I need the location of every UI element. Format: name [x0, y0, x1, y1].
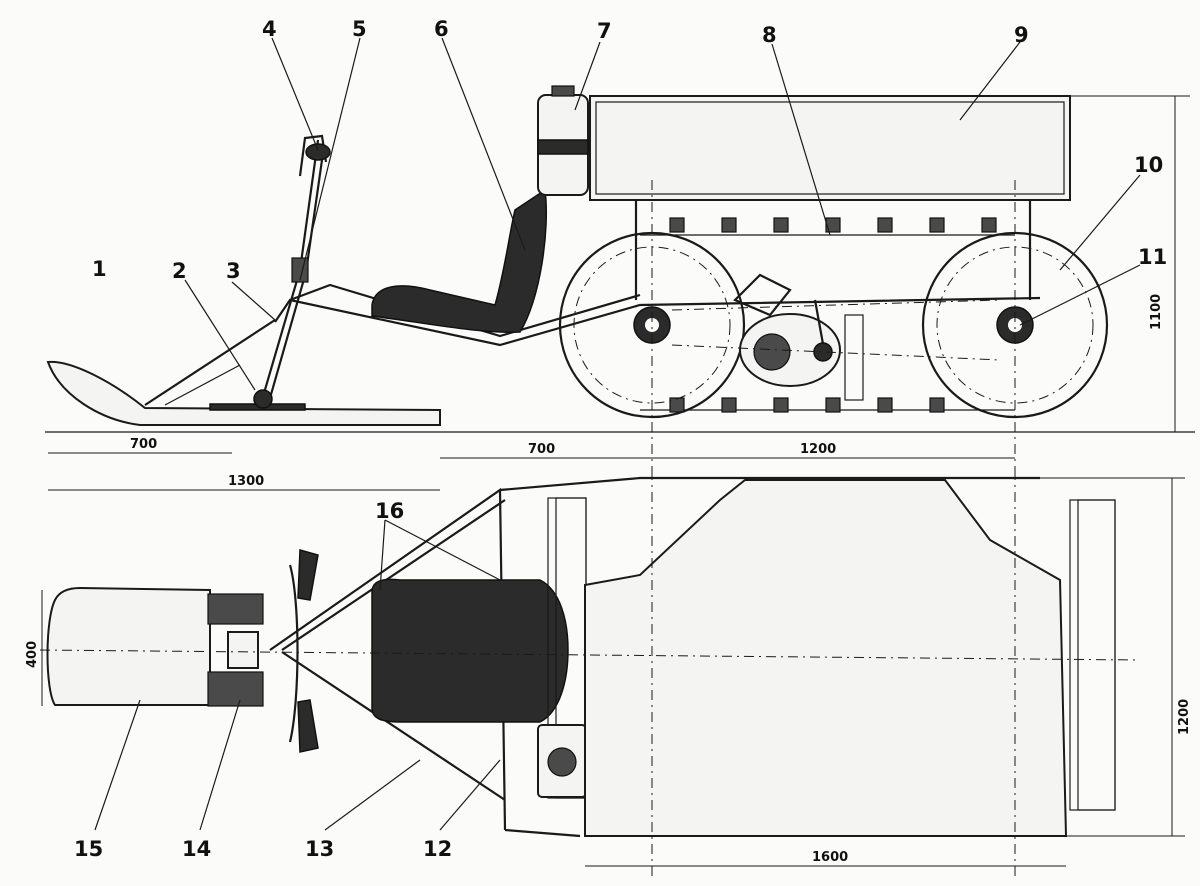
callout-leaders: [94, 37, 1141, 831]
track-cleats-top: [669, 217, 997, 233]
callout-6: 6: [434, 17, 449, 41]
callout-16: 16: [375, 499, 404, 523]
cargo-box-top: [584, 479, 1068, 837]
ski-width-text: 400: [25, 641, 40, 668]
side-view: 1100 700 1300 700 1200: [45, 85, 1195, 491]
callout-13: 13: [305, 837, 334, 861]
seat: [371, 188, 548, 333]
top-view: 400 1200 1600: [25, 470, 1192, 880]
callout-5: 5: [352, 17, 367, 41]
main-frame: [274, 296, 1041, 347]
ski-dim-a-text: 700: [130, 437, 157, 452]
callout-8: 8: [762, 23, 777, 47]
frame-upper-rail: [281, 499, 506, 651]
steering-column: [260, 139, 320, 401]
foot-pad-lower: [207, 671, 264, 707]
drive-chain: [671, 299, 1001, 361]
rear-idler-wheel: [921, 231, 1109, 419]
handlebar-top: [288, 564, 299, 743]
callout-10: 10: [1134, 153, 1163, 177]
foot-pad-upper: [207, 593, 264, 625]
body-length-text: 1600: [812, 850, 848, 865]
cargo-box-inner: [595, 101, 1065, 195]
ski-strut-lower: [164, 364, 241, 406]
fuel-cap-top: [547, 747, 577, 777]
frame-lower-rail: [281, 651, 506, 801]
callout-7: 7: [597, 19, 612, 43]
front-offset-text: 700: [528, 442, 555, 457]
callout-numbers: 1 2 3 4 5 6 7 8 9 10 11 12 13 14 15 16: [74, 17, 1167, 861]
ski-dim-b-text: 1300: [228, 474, 264, 489]
grip-right: [297, 699, 319, 753]
ski-top: [46, 586, 211, 706]
ski-pivot: [253, 389, 273, 409]
ski-strut: [144, 319, 276, 406]
grip-left: [297, 549, 319, 601]
steering-bracket: [227, 631, 259, 669]
callout-9: 9: [1014, 23, 1029, 47]
callout-15: 15: [74, 837, 103, 861]
frame-side-rails: [499, 476, 1040, 838]
front-drive-wheel: [558, 231, 746, 419]
track-width-text: 1200: [1177, 699, 1192, 735]
fuel-cap: [551, 85, 575, 97]
cargo-box: [589, 95, 1071, 201]
track-run: [640, 234, 1015, 411]
callout-1: 1: [92, 257, 107, 281]
callout-2: 2: [172, 259, 187, 283]
vehicle-centerline: [39, 649, 1141, 661]
handlebar-grip: [305, 143, 331, 161]
height-dim-text: 1100: [1149, 294, 1164, 330]
callout-3: 3: [226, 259, 241, 283]
wheelbase-text: 1200: [800, 442, 836, 457]
front-ski: [46, 360, 441, 426]
engine: [733, 273, 864, 401]
callout-4: 4: [262, 17, 277, 41]
callout-11: 11: [1138, 245, 1167, 269]
fuel-tank-strap: [537, 139, 589, 155]
callout-12: 12: [423, 837, 452, 861]
callout-14: 14: [182, 837, 211, 861]
seat-top: [371, 578, 569, 723]
track-cleats-bottom: [669, 397, 945, 413]
